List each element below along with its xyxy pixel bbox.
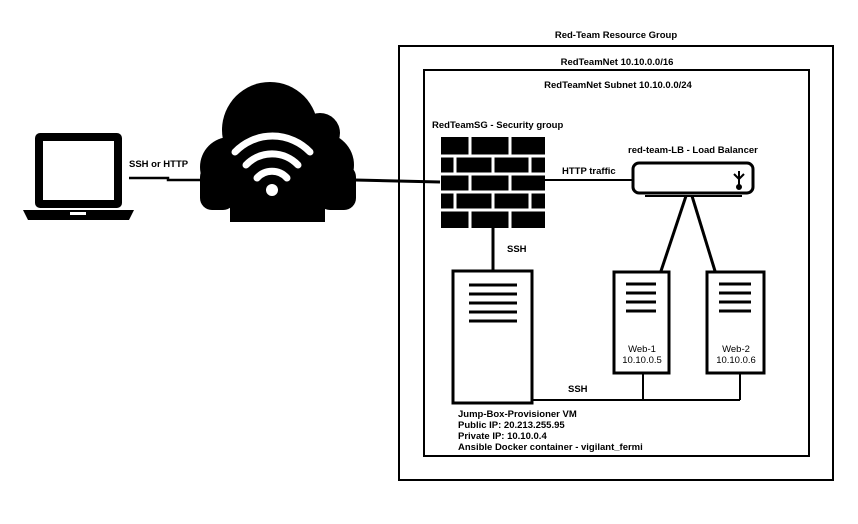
laptop-icon	[23, 133, 134, 220]
jumpbox-public-ip: Public IP: 20.213.255.95	[458, 420, 565, 431]
edge-client-internet	[129, 176, 212, 182]
web2-server-icon	[705, 270, 766, 375]
jumpbox-name: Jump-Box-Provisioner VM	[458, 409, 577, 420]
jumpbox-server-icon	[451, 269, 534, 405]
edge-internet-firewall	[354, 178, 441, 184]
edge-label-http-traffic: HTTP traffic	[562, 166, 616, 177]
vnet-subnet-boundary	[423, 69, 810, 457]
jumpbox-private-ip: Private IP: 10.10.0.4	[458, 431, 547, 442]
edge-label-ssh-jumpbox: SSH	[507, 244, 527, 255]
security-group-label: RedTeamSG - Security group	[432, 120, 564, 131]
edge-lb-web2	[690, 195, 717, 272]
load-balancer-icon	[631, 161, 755, 197]
web2-name: Web-2	[722, 344, 750, 355]
edge-lb-web1	[659, 195, 688, 272]
jumpbox-info: Jump-Box-Provisioner VM Public IP: 20.21…	[458, 409, 643, 453]
resource-group-label: Red-Team Resource Group	[554, 30, 678, 41]
web1-server-icon	[612, 270, 671, 375]
firewall-icon	[441, 137, 545, 228]
resource-group-boundary	[398, 45, 834, 481]
web1-ip: 10.10.0.5	[622, 355, 662, 366]
subnet-label: RedTeamNet Subnet 10.10.0.0/24	[544, 80, 692, 91]
vnet-label: RedTeamNet 10.10.0.0/16	[560, 57, 674, 68]
cloud-wifi-icon	[200, 82, 356, 222]
edge-label-ssh-webs: SSH	[568, 384, 588, 395]
jumpbox-container: Ansible Docker container - vigilant_ferm…	[458, 442, 643, 453]
load-balancer-label: red-team-LB - Load Balancer	[628, 145, 758, 156]
web1-name: Web-1	[628, 344, 656, 355]
web2-ip: 10.10.0.6	[716, 355, 756, 366]
edge-label-ssh-http: SSH or HTTP	[129, 159, 189, 170]
